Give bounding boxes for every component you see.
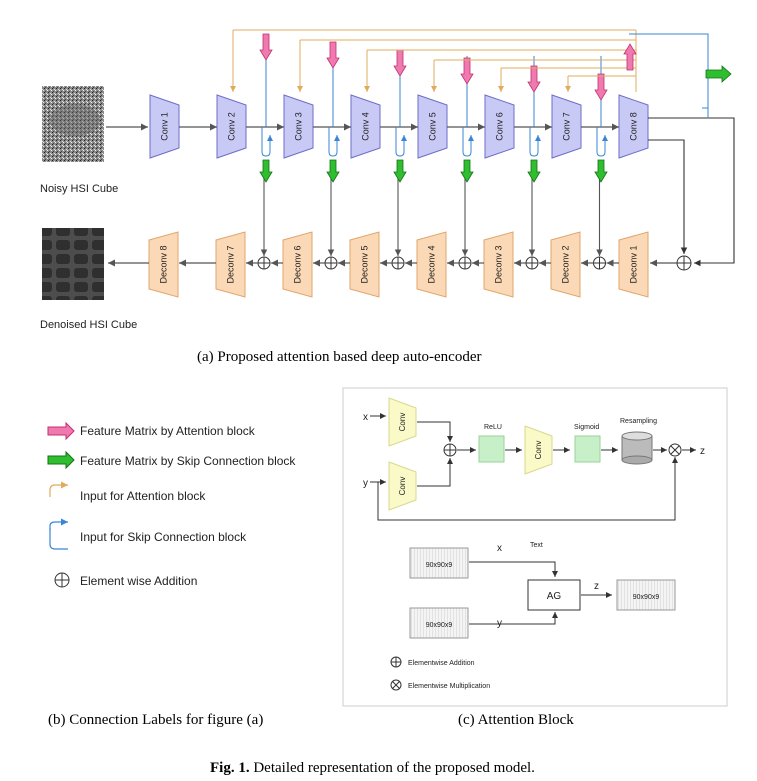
encoder-block-5: Conv 5: [417, 94, 448, 159]
legend-skip-input-label: Input for Skip Connection block: [80, 530, 247, 544]
ab-text-label: Text: [530, 542, 543, 549]
output-image: [42, 228, 104, 300]
decoder-label: Deconv 7: [226, 245, 236, 283]
encoder-label: Conv 7: [562, 112, 572, 141]
ab-dim2-box: [409, 607, 469, 639]
encoder-block-1: Conv 1: [149, 94, 180, 159]
ab-conv-y: Conv: [388, 461, 417, 511]
ab-mul-legend-icon: [390, 679, 402, 691]
legend-skip-label: Feature Matrix by Skip Connection block: [80, 454, 296, 468]
ab-dim1: 90x90x9: [426, 562, 453, 569]
ab-sigmoid-label: Sigmoid: [574, 424, 599, 431]
ab-add-legend: Elementwise Addition: [408, 660, 475, 667]
decoder-block-5: Deconv 5: [349, 231, 380, 298]
ab-mul-op: [668, 443, 682, 457]
decoder-label: Deconv 6: [293, 245, 303, 283]
encoder-label: Conv 1: [160, 112, 170, 141]
ab-z2-label: z: [594, 581, 599, 592]
svg-text:Conv: Conv: [534, 441, 543, 460]
encoder-block-7: Conv 7: [551, 94, 582, 159]
ab-ag-box: [527, 579, 581, 611]
ab-add-legend-icon: [390, 656, 402, 668]
ab-x-label: x: [363, 412, 368, 423]
decoder-label: Deconv 4: [427, 245, 437, 283]
decoder-block-7: Deconv 7: [215, 231, 246, 298]
legend-attention-input-label: Input for Attention block: [80, 489, 206, 503]
decoder-block-1: Deconv 1: [618, 231, 649, 298]
caption-a: (a) Proposed attention based deep auto-e…: [197, 349, 481, 365]
ab-resampling-label: Resampling: [620, 418, 657, 425]
caption-b: (b) Connection Labels for figure (a): [48, 712, 263, 728]
legend-skip-input-icon: [49, 518, 68, 550]
legend-addition-icon: [54, 572, 70, 588]
svg-text:Conv: Conv: [398, 413, 407, 432]
encoder-block-2: Conv 2: [216, 94, 247, 159]
ab-mul-legend: Elementwise Multiplication: [408, 683, 490, 690]
ab-x2-label: x: [497, 543, 502, 554]
ab-ag-label: AG: [547, 591, 562, 602]
decoder-block-6: Deconv 6: [282, 231, 313, 298]
decoder-label: Deconv 5: [360, 245, 370, 283]
ab-dim3: 90x90x9: [633, 594, 660, 601]
figure-caption: Fig. 1. Detailed representation of the p…: [210, 760, 535, 776]
legend-attention-label: Feature Matrix by Attention block: [80, 424, 256, 438]
decoder-block-2: Deconv 2: [550, 231, 581, 298]
decoder-block-3: Deconv 3: [483, 231, 514, 298]
connections: [108, 29, 735, 271]
encoder-label: Conv 8: [629, 112, 639, 141]
ab-dim1-box: [409, 547, 469, 579]
figure-caption-text: Detailed representation of the proposed …: [250, 760, 535, 776]
ab-add-op: [443, 443, 457, 457]
ab-dim3-box: [616, 579, 676, 611]
legend-skip-icon: [47, 450, 75, 470]
ab-sigmoid: [574, 435, 601, 463]
encoder-block-8: Conv 8: [618, 94, 649, 159]
legend-attention-input-icon: [49, 481, 68, 497]
encoder-block-6: Conv 6: [484, 94, 515, 159]
encoder-label: Conv 2: [227, 112, 237, 141]
ab-dim2: 90x90x9: [426, 622, 453, 629]
encoder-block-3: Conv 3: [283, 94, 314, 159]
figure-caption-bold: Fig. 1.: [210, 760, 250, 776]
ab-y-label: y: [363, 478, 368, 489]
encoder-label: Conv 4: [361, 112, 371, 141]
svg-text:Conv: Conv: [398, 477, 407, 496]
ab-conv-mid: Conv: [524, 425, 553, 475]
input-image: [42, 86, 104, 162]
ab-z-label: z: [700, 446, 705, 457]
output-label: Denoised HSI Cube: [40, 319, 137, 331]
decoder-label: Deconv 2: [561, 245, 571, 283]
input-label: Noisy HSI Cube: [40, 183, 118, 195]
decoder: Deconv 8 Deconv 7 Deconv 6 Deconv 5 Deconv 4…: [148, 231, 649, 298]
encoder-block-4: Conv 4: [350, 94, 381, 159]
decoder-block-8: Deconv 8: [148, 231, 179, 298]
encoder-label: Conv 5: [428, 112, 438, 141]
encoder: Conv 1 Conv 2 Conv 3 Conv 4 Conv 5 Conv 6 Conv…: [149, 94, 649, 159]
caption-c: (c) Attention Block: [458, 712, 574, 728]
encoder-label: Conv 3: [294, 112, 304, 141]
legend: Feature Matrix by Attention block Featur…: [47, 421, 296, 588]
attention-block-panel: x y Conv Conv ReLU Conv Sigm: [342, 387, 728, 707]
ab-conv-x: Conv: [388, 397, 417, 447]
decoder-block-4: Deconv 4: [416, 231, 447, 298]
ab-relu: [478, 435, 505, 463]
ab-relu-label: ReLU: [484, 424, 502, 431]
decoder-label: Deconv 3: [494, 245, 504, 283]
legend-attention-icon: [47, 421, 75, 441]
decoder-label: Deconv 1: [629, 245, 639, 283]
legend-addition-label: Element wise Addition: [80, 574, 197, 588]
ab-resampling: [621, 431, 653, 465]
decoder-label: Deconv 8: [159, 245, 169, 283]
encoder-label: Conv 6: [495, 112, 505, 141]
